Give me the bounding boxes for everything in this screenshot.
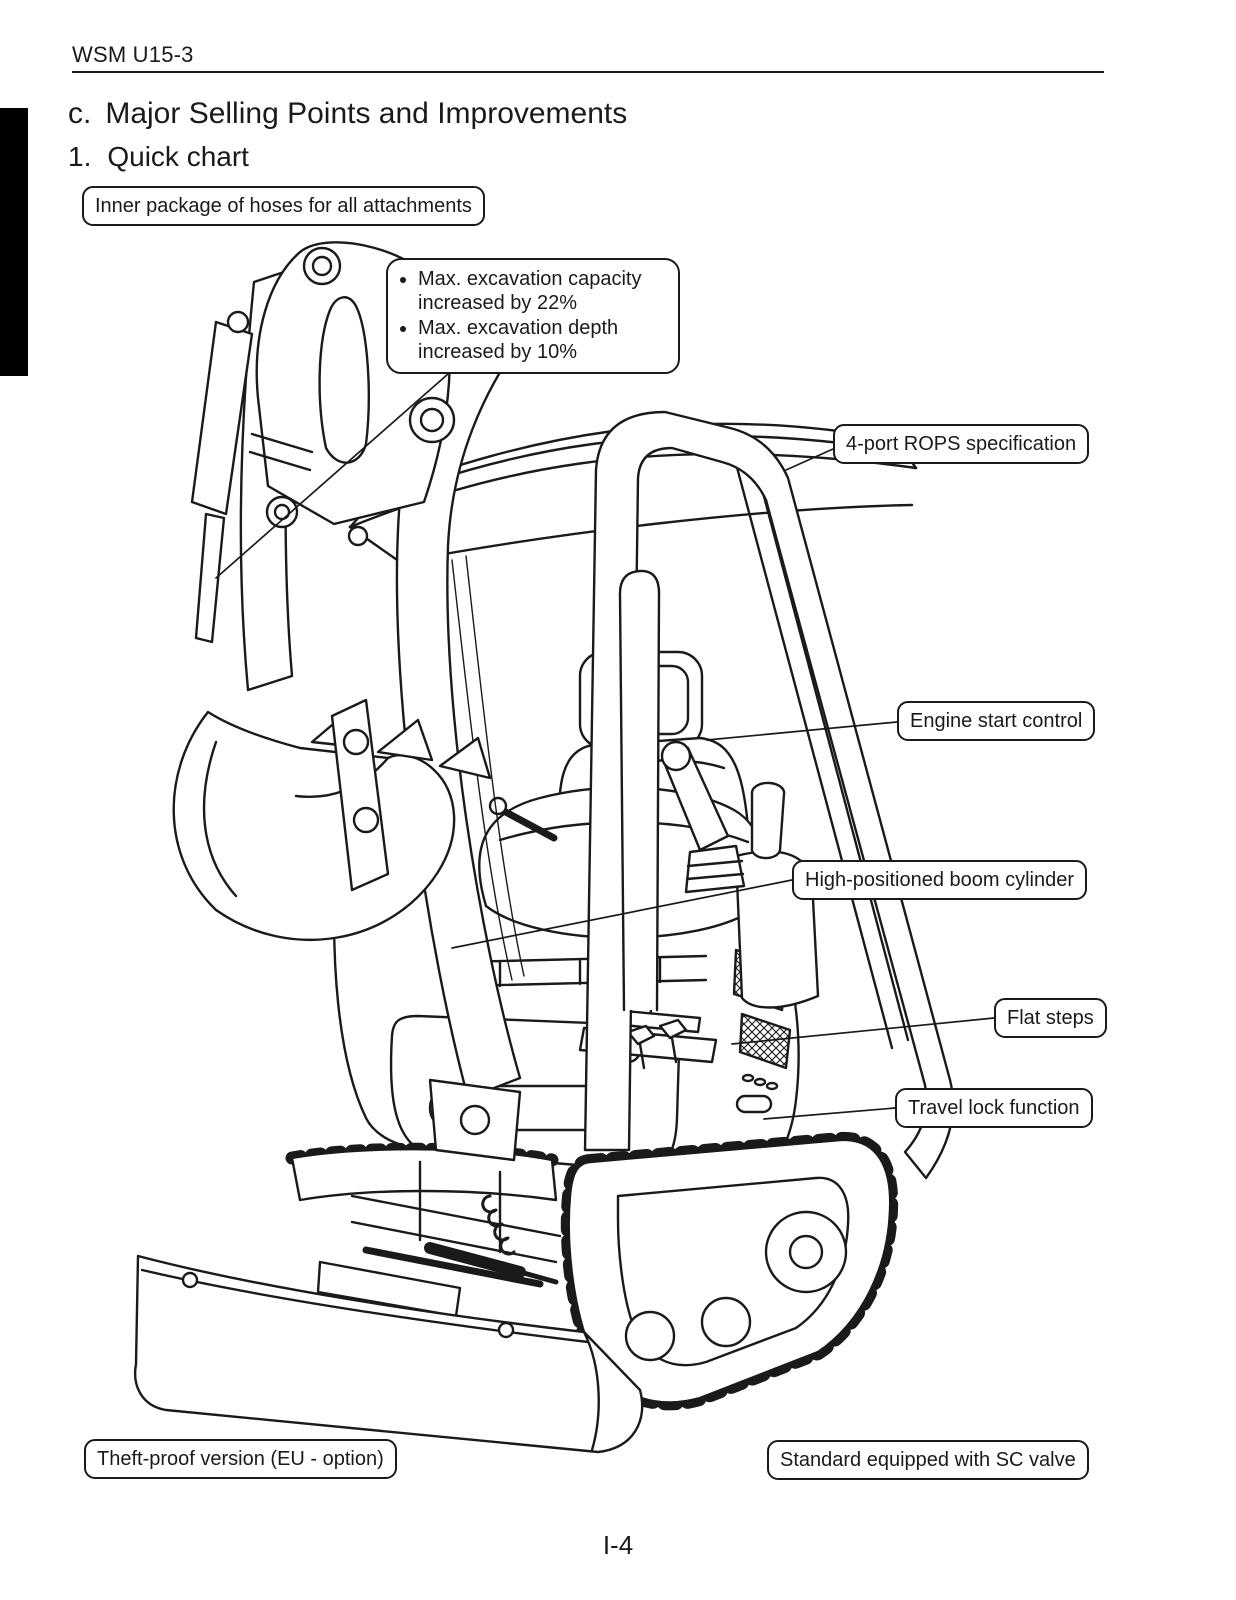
grab-handle <box>618 569 661 1012</box>
leader-lines <box>215 373 995 1120</box>
section-title-text: Major Selling Points and Improvements <box>105 97 628 130</box>
leader-flat-steps <box>731 1017 995 1045</box>
boom-cylinder-rod <box>194 512 226 644</box>
leader-boom-cylinder <box>451 879 793 949</box>
left-track <box>290 1148 558 1202</box>
page-number: I-4 <box>602 1530 634 1560</box>
dozer-blade <box>133 1254 644 1454</box>
travel-levers <box>626 1018 688 1046</box>
rops-frame <box>583 410 955 1180</box>
subsection-label: 1. <box>68 141 92 172</box>
sprocket <box>764 1210 848 1294</box>
subsection-title-text: Quick chart <box>107 141 249 172</box>
subsection-title: 1. Quick chart <box>68 141 249 173</box>
coiled-hose <box>481 1194 516 1256</box>
section-label: c. <box>68 97 92 130</box>
engine-start-lever <box>750 781 786 860</box>
leader-rops <box>785 448 834 471</box>
boom-assembly <box>172 241 526 1100</box>
undercarriage <box>285 1078 899 1411</box>
callout-sc-valve: Standard equipped with SC valve <box>767 1440 1089 1480</box>
leader-engine-start <box>706 721 898 741</box>
hydraulic-hoses <box>451 555 525 981</box>
callout-rops: 4-port ROPS specification <box>833 424 1090 464</box>
callout-travel-lock: Travel lock function <box>895 1088 1093 1128</box>
callout-inner-package: Inner package of hoses for all attachmen… <box>82 186 485 226</box>
chapter-tab-marker <box>0 108 28 376</box>
callout-boom-cylinder: High-positioned boom cylinder <box>792 860 1088 900</box>
callout-engine-start: Engine start control <box>897 701 1096 741</box>
page-header: WSM U15-3 <box>72 42 194 67</box>
bucket <box>172 710 456 941</box>
section-title: c. Major Selling Points and Improvements <box>68 97 627 131</box>
leader-travel-lock <box>763 1107 896 1120</box>
callout-theft-proof: Theft-proof version (EU - option) <box>84 1439 397 1479</box>
leader-excavation <box>215 373 449 579</box>
callout-flat-steps: Flat steps <box>994 998 1107 1038</box>
header-rule <box>72 71 1104 73</box>
rops-rear-post <box>733 453 910 1050</box>
